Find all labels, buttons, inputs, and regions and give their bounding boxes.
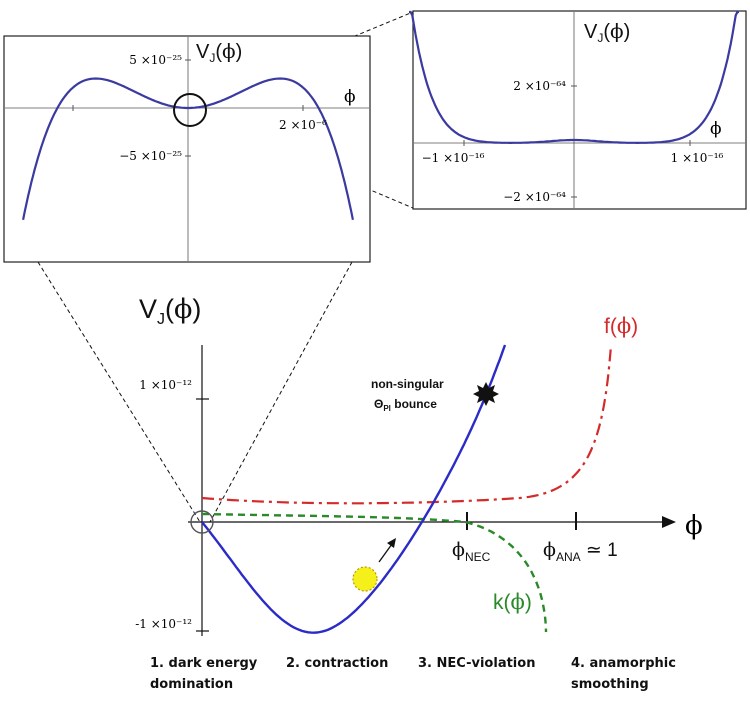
zoom-2-xtick-pos: 1 ×10⁻¹⁶ (671, 151, 724, 165)
origin-zoom-circle (190, 510, 214, 534)
stage-4-line2: smoothing (571, 677, 649, 692)
roll-arrow-shaft (378, 543, 393, 563)
stage-3-line1: 3. NEC-violation (418, 656, 535, 671)
zoom-guide-right (209, 261, 353, 523)
zoom-2-xtick-neg: −1 ×10⁻¹⁶ (422, 151, 485, 165)
zoom-1-xlabel: ϕ (344, 87, 356, 107)
stage-1-line2: domination (150, 677, 233, 692)
zoom-2-ytick-pos: 2 ×10⁻⁶⁴ (513, 79, 566, 93)
v-curve (201, 344, 507, 634)
f-label: f(ϕ) (604, 314, 638, 338)
zoom-panel-1-curve (22, 77, 354, 221)
stage-1-line1: 1. dark energy (150, 656, 258, 671)
main-x-axis-arrow (662, 516, 676, 528)
zoom-2-ylabel: VJ(ϕ) (584, 19, 630, 45)
zoom-panel-2-curve (409, 10, 739, 144)
zoom-1-ylabel: VJ(ϕ) (196, 39, 242, 65)
bounce-label-line2: ΘPl bounce (374, 397, 437, 413)
zoom-panel-1: 2 ×10⁻⁶ 5 ×10⁻²⁵ −5 ×10⁻²⁵ VJ(ϕ) ϕ (3, 35, 371, 263)
bounce-label-line1: non-singular (371, 377, 444, 391)
phi-ana-label: ϕANA ≃ 1 (543, 539, 618, 564)
zoom-panel-2-frame (412, 10, 747, 210)
f-curve (201, 344, 613, 505)
zoom-1-xtick-pos: 2 ×10⁻⁶ (279, 118, 327, 132)
stage-2-line1: 2. contraction (286, 656, 388, 671)
zoom-2-ytick-neg: −2 ×10⁻⁶⁴ (503, 190, 566, 204)
bounce-star-icon (473, 382, 499, 406)
k-label: k(ϕ) (493, 590, 532, 614)
phi-nec-label: ϕNEC (452, 539, 491, 564)
main-ylabel: VJ(ϕ) (139, 294, 201, 328)
roll-arrow-head (387, 538, 396, 548)
k-curve (201, 512, 548, 633)
zoom-panel-2: −1 ×10⁻¹⁶ 1 ×10⁻¹⁶ 2 ×10⁻⁶⁴ −2 ×10⁻⁶⁴ VJ… (409, 10, 747, 210)
zoom-2-xlabel: ϕ (710, 119, 722, 139)
zoom-panel-1-frame (3, 35, 371, 263)
stage-4-line1: 4. anamorphic (571, 656, 676, 671)
rolling-ball-icon (352, 566, 378, 592)
zoom-1-ytick-pos: 5 ×10⁻²⁵ (129, 53, 182, 67)
main-plot: ϕ VJ(ϕ) 1 ×10⁻¹² -1 ×10⁻¹² ϕNEC ϕANA ≃ 1… (135, 294, 703, 636)
zoom-panel-1-focus-circle (173, 93, 207, 127)
zoom-1-ytick-neg: −5 ×10⁻²⁵ (119, 149, 182, 163)
main-ytick-neg-label: -1 ×10⁻¹² (135, 617, 192, 631)
main-ytick-pos-label: 1 ×10⁻¹² (139, 378, 192, 392)
zoom-guide-left (37, 261, 201, 523)
stage-labels: 1. dark energy domination 2. contraction… (150, 656, 676, 692)
main-xlabel: ϕ (685, 511, 703, 541)
